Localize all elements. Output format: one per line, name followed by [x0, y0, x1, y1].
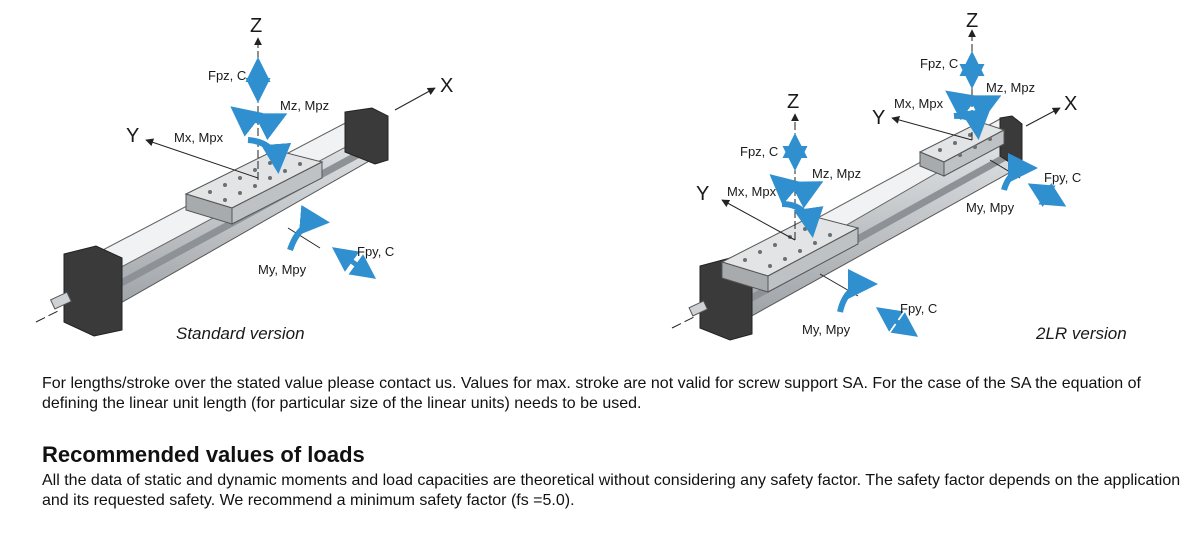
fpy-label-2lr-right: Fpy, C [1044, 170, 1081, 185]
fpz-label-2lr-left: Fpz, C [740, 144, 778, 159]
standard-version-drawing: Z X Y Fpz, C Mz, Mpz Mx, Mpx My, Mpy Fpy… [35, 15, 453, 343]
y-axis-label-2lr-right: Y [872, 107, 885, 129]
x-axis-label-2lr-right: X [1064, 93, 1077, 115]
y-axis-line [145, 138, 259, 179]
mz-arrow-2lr-left [769, 174, 824, 209]
fpz-label-2lr-right: Fpz, C [920, 56, 958, 71]
mx-label-2lr-right: Mx, Mpx [894, 96, 944, 111]
fpz-label: Fpz, C [208, 68, 246, 83]
fpy-label: Fpy, C [357, 244, 394, 259]
carriage-right-side [943, 129, 1005, 177]
mx-label-2lr-left: Mx, Mpx [727, 184, 777, 199]
my-label-2lr-left: My, Mpy [802, 322, 851, 337]
y-axis-label: Y [126, 125, 139, 147]
mx-label: Mx, Mpx [174, 130, 224, 145]
mx-arrow-2lr-left [781, 201, 824, 238]
y-axis-label-2lr-left: Y [696, 183, 709, 205]
mz-arrow [230, 106, 288, 141]
2lr-caption: 2LR version [1035, 324, 1127, 343]
standard-caption: Standard version [176, 324, 305, 343]
my-arrow [287, 205, 330, 252]
mz-label: Mz, Mpz [280, 98, 329, 113]
centre-line-2lr [671, 315, 697, 329]
z-axis-label-2lr-right: Z [966, 10, 978, 32]
my-arrow-2lr-right [1001, 153, 1038, 191]
z-axis-label-2lr-left: Z [787, 91, 799, 113]
carriage-side [231, 161, 323, 225]
mz-label-2lr-right: Mz, Mpz [986, 80, 1035, 95]
section-body: All the data of static and dynamic momen… [42, 472, 1181, 509]
mz-label-2lr-left: Mz, Mpz [812, 166, 861, 181]
mx-arrow [247, 137, 292, 174]
end-cap-left [63, 245, 123, 337]
section-heading: Recommended values of loads [42, 442, 365, 467]
fpy-label-2lr-left: Fpy, C [900, 301, 937, 316]
stroke-note: For lengths/stroke over the stated value… [42, 375, 1141, 412]
x-axis-line [394, 87, 436, 111]
my-arrow-2lr-left [837, 269, 878, 313]
y-axis-down-line [287, 227, 321, 249]
fpy-arrow [331, 247, 377, 279]
2lr-version-drawing: Z Y Z X Y Fpz, C Mz, Mpz Mx, Mpx My, Mpy… [671, 10, 1127, 343]
mz-arrow-2lr-right [945, 90, 1002, 123]
end-cap-right [344, 107, 389, 165]
drive-shaft-2lr [688, 300, 709, 317]
mx-arrow-2lr-right [953, 108, 991, 140]
load-diagram: Z X Y Fpz, C Mz, Mpz Mx, Mpx My, Mpy Fpy… [35, 10, 1127, 343]
x-axis-label: X [440, 75, 453, 97]
centre-line [35, 309, 61, 323]
my-label: My, Mpy [258, 262, 307, 277]
y-axis-line-2lr-left [721, 199, 796, 241]
x-axis-line-2lr-right [1025, 107, 1061, 127]
z-axis-label: Z [250, 15, 262, 37]
y-axis-line-2lr-right [891, 116, 973, 141]
my-label-2lr-right: My, Mpy [966, 200, 1015, 215]
fpy-arrow-2lr-right [1027, 182, 1067, 208]
drive-shaft [49, 291, 72, 310]
carriage-left-side [767, 227, 859, 293]
fpy-arrow-2lr-left [875, 307, 919, 337]
